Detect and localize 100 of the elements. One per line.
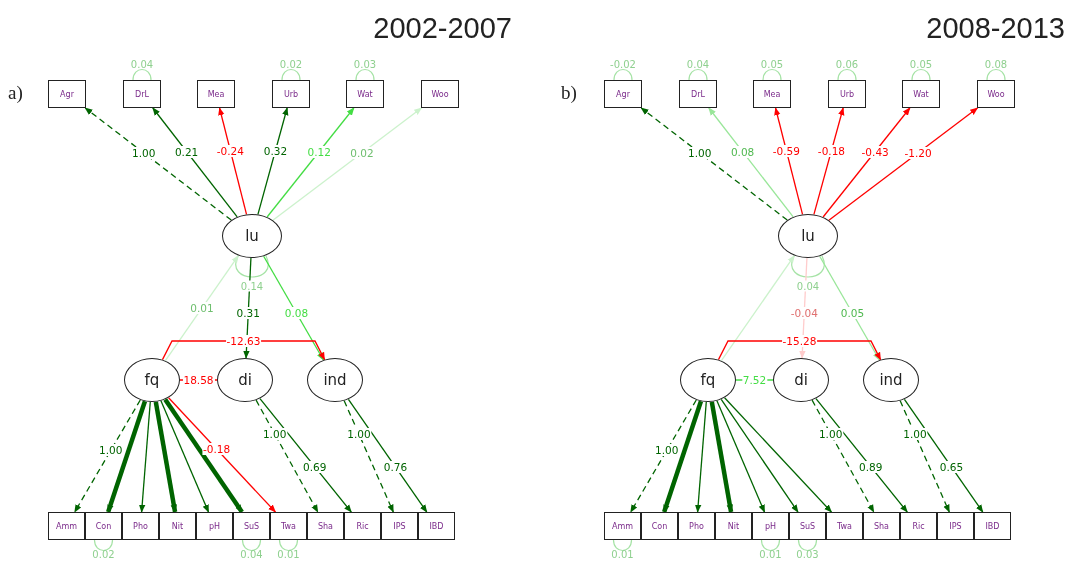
variance-value: 0.04 (685, 58, 711, 70)
node-label: ind (323, 371, 347, 389)
arrow (630, 399, 697, 513)
arrow (259, 397, 352, 513)
node-label: Ric (356, 521, 369, 531)
panel-letter: a) (8, 82, 23, 104)
variable-box (344, 512, 381, 540)
variance-value: 0.04 (795, 280, 821, 292)
latent-ellipse (863, 358, 919, 402)
arrow (813, 107, 845, 216)
node-label: Woo (431, 89, 449, 99)
arrow (167, 397, 277, 513)
edge-label: 0.31 (235, 307, 261, 319)
arrow (343, 400, 394, 513)
variance-value: 0.06 (834, 58, 860, 70)
period-title: 2008-2013 (926, 12, 1065, 45)
node-label: SuS (243, 521, 260, 531)
variance-value: 0.04 (129, 58, 155, 70)
variable-box (828, 80, 866, 108)
variable-box (159, 512, 196, 540)
arrow (152, 107, 238, 218)
variable-box (270, 512, 307, 540)
edge-label: -0.18 (816, 144, 847, 157)
arrow (811, 399, 875, 513)
variable-box (272, 80, 310, 108)
node-label: IBD (985, 521, 1000, 531)
node-label: Pho (689, 521, 704, 531)
variance-value: 0.04 (239, 548, 264, 560)
edge-label: 0.05 (839, 307, 866, 320)
variance-value: 0.01 (610, 548, 635, 560)
edge-label: 0.12 (306, 145, 332, 158)
latent-ellipse (680, 358, 736, 402)
arrow (263, 255, 325, 361)
arrow (163, 398, 244, 514)
arrow (640, 107, 788, 221)
edge-label: 1.00 (902, 428, 928, 441)
node-label: Amm (55, 521, 78, 531)
arrow (164, 254, 240, 362)
edge-label: 1.00 (346, 428, 372, 441)
node-label: Sha (873, 521, 890, 531)
edge-label: 1.00 (654, 444, 680, 457)
latent-ellipse (124, 358, 180, 402)
variable-box (48, 80, 86, 108)
panel-letter: b) (561, 82, 577, 104)
node-label: Agr (616, 89, 630, 99)
node-label: di (238, 371, 252, 389)
arrow (139, 401, 151, 513)
variable-box (197, 80, 235, 108)
variance-value: -0.02 (609, 58, 637, 70)
variable-box (752, 512, 789, 540)
variable-box (85, 512, 122, 540)
node-label: Wat (913, 89, 929, 99)
edge-label: -15.28 (781, 335, 818, 347)
arrow (347, 398, 428, 513)
variable-box (123, 80, 161, 108)
node-label: di (794, 371, 808, 389)
variable-box (900, 512, 937, 540)
node-label: Twa (281, 521, 296, 531)
node-label: fq (700, 371, 716, 389)
arrow (709, 401, 734, 513)
variance-value: 0.03 (352, 58, 378, 70)
variable-box (418, 512, 455, 540)
arrow (218, 107, 248, 215)
variable-box (679, 80, 717, 108)
node-label: Pho (133, 521, 148, 531)
arrow (828, 107, 979, 221)
variable-box (346, 80, 384, 108)
node-label: Twa (837, 521, 852, 531)
edge-label: 0.08 (283, 307, 310, 320)
node-label: Mea (207, 89, 225, 99)
variance-value: 0.01 (758, 548, 783, 560)
node-label: Urb (283, 89, 299, 99)
node-label: IPS (949, 521, 962, 531)
node-label: Wat (357, 89, 373, 99)
variable-box (196, 512, 233, 540)
variable-box (826, 512, 863, 540)
period-title: 2002-2007 (373, 12, 512, 45)
node-label: Con (95, 521, 112, 531)
latent-ellipse (217, 358, 273, 402)
variable-box (233, 512, 270, 540)
node-label: Nit (171, 521, 184, 531)
variable-box (977, 80, 1015, 108)
variance-value: 0.05 (759, 58, 785, 70)
node-label: IBD (429, 521, 444, 531)
latent-ellipse (307, 358, 363, 402)
edge-label: 0.21 (173, 145, 200, 158)
arrow (774, 107, 804, 215)
variable-box (753, 80, 791, 108)
node-label: DrL (135, 89, 149, 99)
variable-box (381, 512, 418, 540)
edge-label: -0.18 (202, 443, 232, 456)
node-label: Mea (763, 89, 781, 99)
node-label: Ric (912, 521, 925, 531)
variance-value: 0.02 (91, 548, 116, 560)
arrow (153, 401, 178, 513)
edge-label: 0.89 (858, 460, 884, 473)
edge-label: 1.00 (130, 146, 157, 159)
node-label: IPS (393, 521, 406, 531)
variable-box (48, 512, 85, 540)
variable-box (604, 80, 642, 108)
